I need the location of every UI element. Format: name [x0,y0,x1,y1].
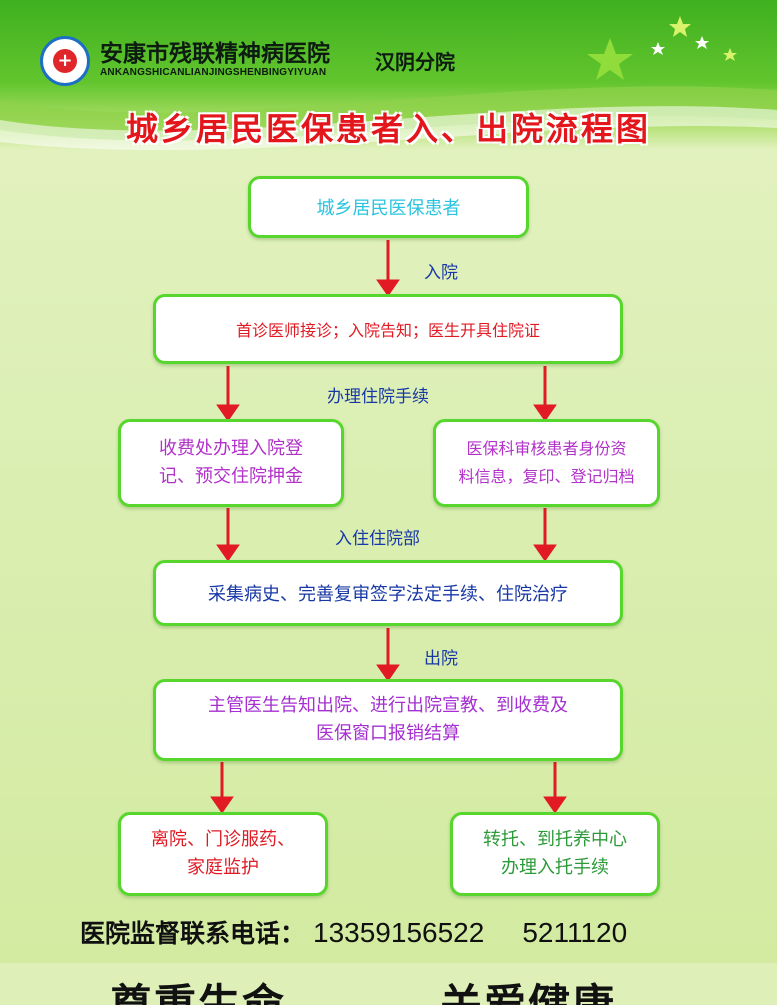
contact-phone-mobile: 13359156522 [313,917,485,948]
hospital-name: 安康市残联精神病医院 [100,41,330,67]
header-wave [0,86,777,151]
page-title: 城乡居民医保患者入、出院流程图 [125,110,651,148]
flow-step1-box: 首诊医师接诊；入院告知；医生开具住院证 [153,294,623,364]
flow-end-left-line2: 家庭监护 [187,857,259,878]
flow-step2-right-line2: 料信息，复印、登记归档 [458,467,635,486]
label-procedures: 办理住院手续 [327,387,429,407]
flow-step4-box: 主管医生告知出院、进行出院宣教、到收费及 医保窗口报销结算 [153,679,623,761]
stars-decoration [587,16,737,80]
label-admit: 入院 [424,263,458,283]
slogan-left: 尊重生命 [110,980,287,1005]
flow-end-left-box: 离院、门诊服药、 家庭监护 [118,812,328,896]
contact-label: 医院监督联系电话： [80,919,306,948]
flow-end-right-line2: 办理入托手续 [501,857,609,878]
flow-end-right-box: 转托、到托养中心 办理入托手续 [450,812,660,896]
cross-icon: + [53,49,77,73]
flow-end-right-line1: 转托、到托养中心 [483,829,627,850]
label-discharge: 出院 [424,649,458,669]
hospital-pinyin: ANKANGSHICANLIANJINGSHENBINGYIYUAN [100,67,327,78]
flow-start-text: 城乡居民医保患者 [316,198,461,219]
slogan-right: 关爱健康 [440,980,617,1005]
flow-step2-left-line1: 收费处办理入院登 [159,438,303,459]
bottom-slogan-band: 尊重生命 关爱健康 [0,963,777,1005]
contact-line: 医院监督联系电话：13359156522 5211120 [80,914,627,950]
flow-step2-right-box: 医保科审核患者身份资 料信息，复印、登记归档 [433,419,660,507]
flow-step4-line2: 医保窗口报销结算 [316,723,460,744]
flow-step3-box: 采集病史、完善复审签字法定手续、住院治疗 [153,560,623,626]
flow-end-left-line1: 离院、门诊服药、 [151,829,295,850]
flow-start-box: 城乡居民医保患者 [248,176,529,238]
flow-step2-left-box: 收费处办理入院登 记、预交住院押金 [118,419,344,507]
hospital-logo: + [40,36,90,86]
contact-phone-landline: 5211120 [522,917,628,948]
label-ward: 入住住院部 [335,529,420,549]
flow-step4-line1: 主管医生告知出院、进行出院宣教、到收费及 [208,695,568,716]
flow-step2-right-line1: 医保科审核患者身份资 [466,439,627,458]
hospital-branch: 汉阴分院 [375,50,455,74]
flow-step1-text: 首诊医师接诊；入院告知；医生开具住院证 [235,321,540,340]
flow-step3-text: 采集病史、完善复审签字法定手续、住院治疗 [208,584,568,605]
flow-step2-left-line2: 记、预交住院押金 [159,466,303,487]
